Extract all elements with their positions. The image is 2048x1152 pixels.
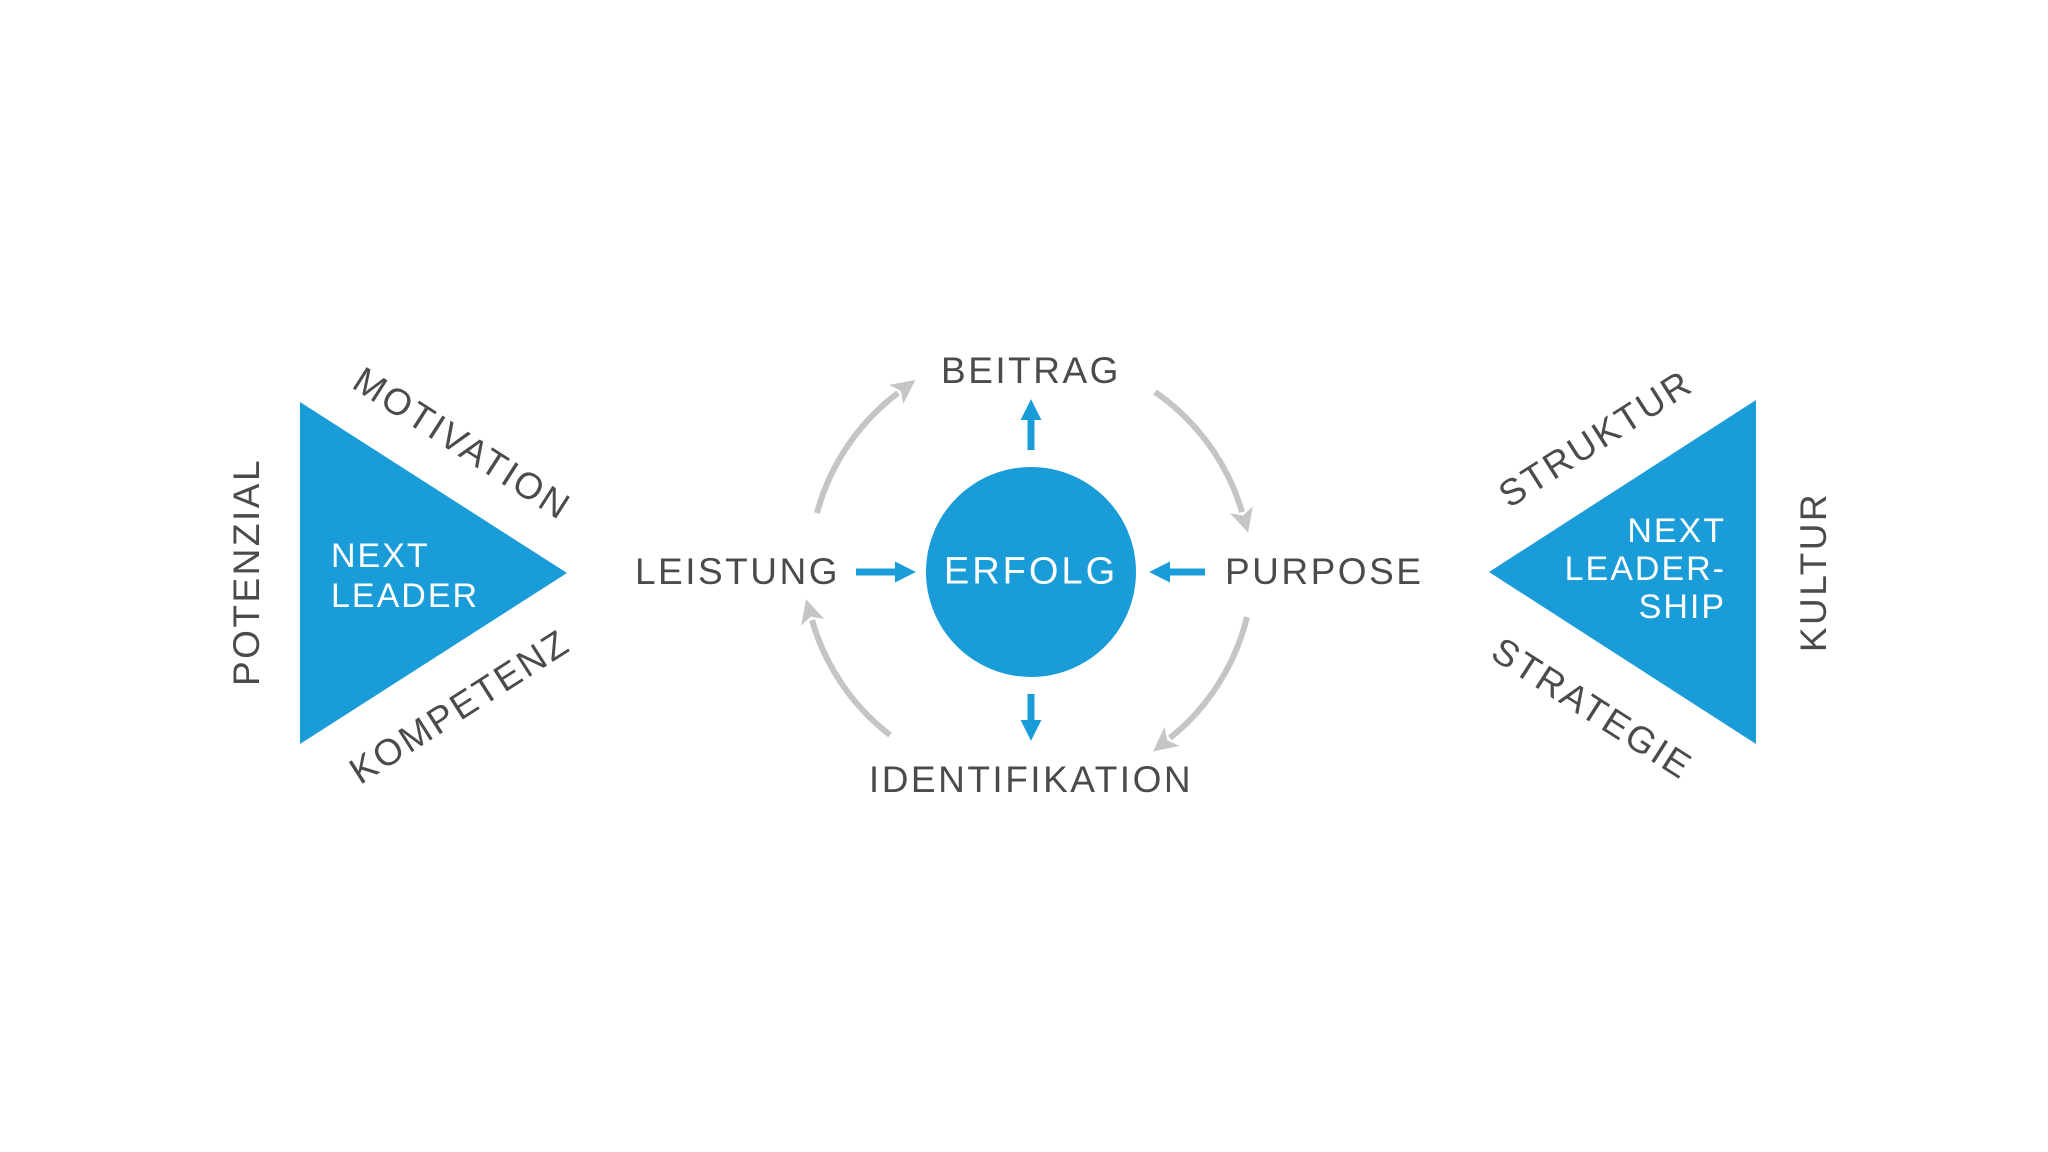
label-beitrag: BEITRAG	[941, 350, 1121, 391]
label-leistung: LEISTUNG	[634, 551, 840, 592]
cycle-arc-leistung-to-beitrag	[814, 380, 916, 514]
cycle-arc-identifikation-to-leistung	[801, 599, 892, 738]
cycle-arc-purpose-to-identifikation	[1153, 616, 1250, 752]
label-potenzial: POTENZIAL	[226, 457, 267, 687]
left-triangle-title-line2: LEADER	[331, 577, 480, 615]
left-triangle-title: NEXT LEADER	[331, 536, 479, 616]
label-identifikation: IDENTIFIKATION	[868, 759, 1194, 800]
label-purpose: PURPOSE	[1225, 551, 1424, 592]
right-triangle-title-line1: NEXT	[1627, 512, 1726, 550]
label-kultur: KULTUR	[1793, 491, 1834, 653]
right-triangle-title: NEXT LEADER- SHIP	[1565, 512, 1726, 626]
right-triangle-title-line3: SHIP	[1638, 588, 1726, 626]
erfolg-circle-label: ERFOLG	[943, 550, 1119, 593]
right-triangle-shape	[1489, 400, 1756, 744]
cycle-arc-beitrag-to-purpose	[1153, 389, 1253, 533]
erfolg-circle	[926, 467, 1136, 677]
left-triangle-title-line1: NEXT	[331, 537, 430, 575]
right-triangle-title-line2: LEADER-	[1564, 550, 1726, 588]
left-triangle-shape	[300, 402, 567, 744]
